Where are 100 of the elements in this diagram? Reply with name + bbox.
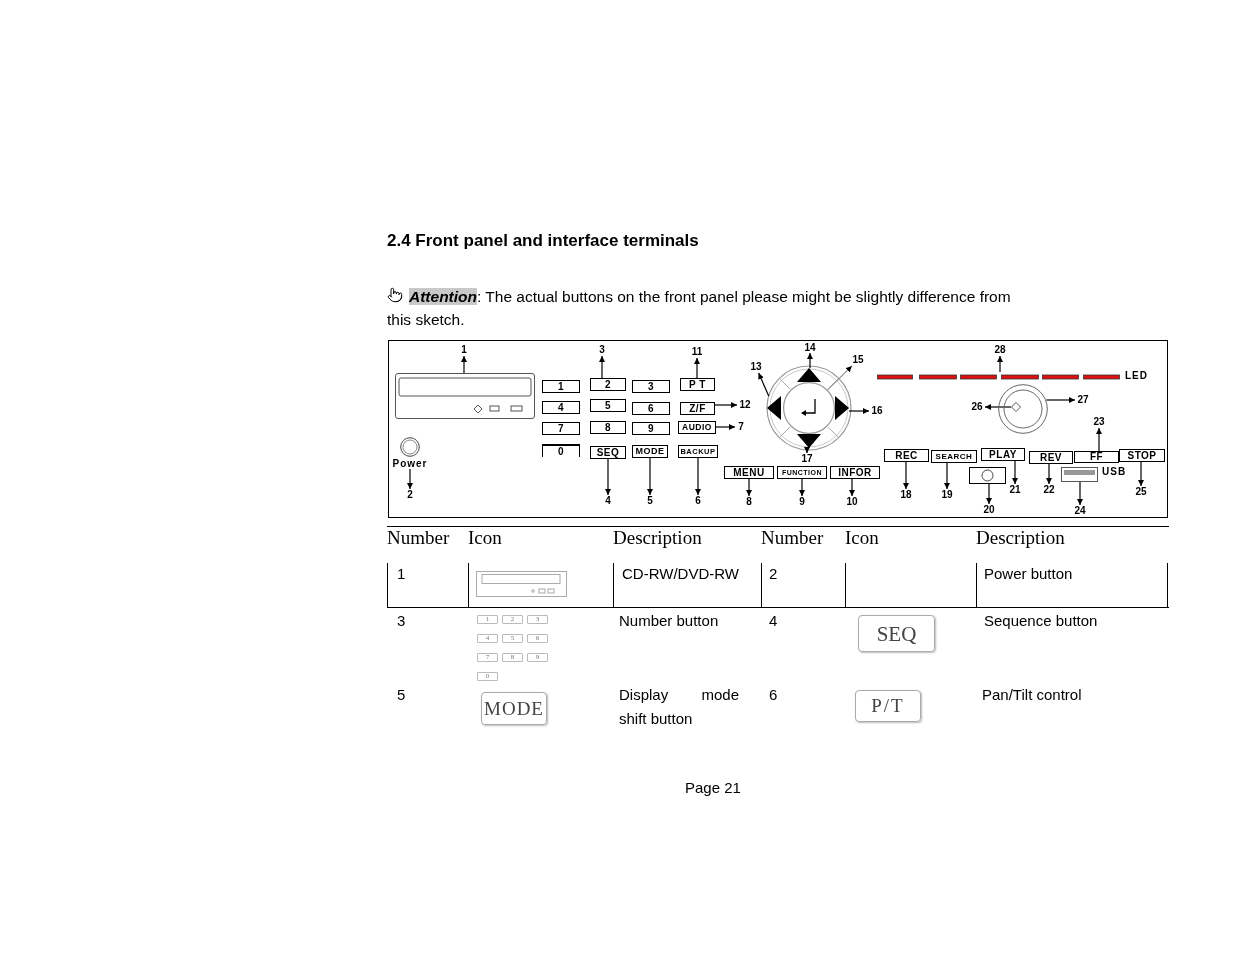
leader-line — [826, 365, 853, 391]
column-header: Number — [761, 527, 824, 548]
table-description: Pan/Tilt control — [982, 686, 1082, 703]
panel-button: 6 — [632, 402, 670, 415]
table-description: Display mode shift button — [619, 685, 739, 729]
arrow-key — [797, 434, 821, 448]
key-image: SEQ — [858, 615, 935, 652]
panel-button: PLAY — [981, 448, 1025, 461]
arrow-key — [835, 396, 849, 420]
table-description: Sequence button — [984, 612, 1098, 629]
leader-line — [746, 478, 752, 497]
arrow-key — [767, 396, 781, 420]
leader-line — [849, 478, 855, 497]
leader-line — [599, 355, 605, 379]
panel-button: SEQ — [590, 446, 626, 459]
callout-number: 27 — [1075, 394, 1091, 406]
panel-button: STOP — [1119, 449, 1165, 462]
leader-line — [804, 447, 810, 454]
leader-line — [695, 457, 701, 496]
leader-line — [714, 402, 738, 408]
panel-button: 0 — [542, 444, 580, 457]
callout-number: 16 — [869, 405, 885, 417]
callout-number: 24 — [1072, 505, 1088, 517]
table-number: 1 — [397, 565, 406, 582]
panel-button: SEARCH — [931, 450, 977, 463]
leader-line — [1138, 461, 1144, 487]
column-header: Description — [613, 527, 702, 548]
callout-number: 7 — [735, 421, 747, 433]
table-description: Power button — [984, 565, 1073, 582]
jog-dial-mark — [1011, 402, 1021, 412]
panel-button: 2 — [590, 378, 626, 391]
enter-button — [783, 382, 835, 434]
callout-number: 28 — [992, 344, 1008, 356]
callout-number: 8 — [743, 496, 755, 508]
side-label: LED — [1125, 369, 1148, 383]
panel-button: 8 — [590, 421, 626, 434]
page-number: Page 21 — [685, 778, 741, 798]
callout-number: 6 — [692, 495, 704, 507]
callout-number: 23 — [1091, 416, 1107, 428]
panel-button: MENU — [724, 466, 774, 479]
panel-button: AUDIO — [678, 421, 716, 434]
leader-line — [997, 355, 1003, 373]
panel-button: 7 — [542, 422, 580, 435]
leader-line — [1096, 427, 1102, 452]
leader-line — [944, 462, 950, 490]
leader-line — [1046, 463, 1052, 485]
arrow-key — [797, 368, 821, 382]
leader-line — [461, 355, 467, 374]
panel-button: REV — [1029, 451, 1073, 464]
panel-button: 9 — [632, 422, 670, 435]
table-description: Number button — [619, 612, 719, 629]
front-panel — [388, 340, 1168, 518]
callout-number: 18 — [898, 489, 914, 501]
callout-number: 11 — [689, 346, 705, 358]
key-image: P/T — [855, 690, 921, 722]
panel-button: REC — [884, 449, 929, 462]
leader-line — [986, 483, 992, 505]
callout-number: 22 — [1041, 484, 1057, 496]
callout-number: 21 — [1007, 484, 1023, 496]
column-header: Icon — [468, 527, 502, 548]
leader-line — [984, 404, 1012, 410]
column-header: Description — [976, 527, 1065, 548]
table-number: 4 — [769, 612, 778, 629]
table-number: 3 — [397, 612, 406, 629]
table-number: 2 — [769, 565, 778, 582]
callout-number: 2 — [404, 489, 416, 501]
panel-button: FF — [1074, 451, 1119, 463]
panel-button: P T — [680, 378, 715, 391]
callout-number: 4 — [602, 495, 614, 507]
callout-number: 12 — [737, 399, 753, 411]
leader-line — [799, 478, 805, 497]
panel-button: MODE — [632, 445, 668, 458]
callout-number: 5 — [644, 495, 656, 507]
column-header: Icon — [845, 527, 879, 548]
panel-button: 4 — [542, 401, 580, 414]
callout-number: 20 — [981, 504, 997, 516]
leader-line — [848, 408, 870, 414]
leader-line — [758, 372, 770, 397]
key-image: MODE — [481, 692, 547, 725]
panel-button: 1 — [542, 380, 580, 393]
callout-number: 14 — [802, 342, 818, 353]
leader-line — [1077, 481, 1083, 506]
callout-number: 3 — [596, 344, 608, 356]
callout-number: 1 — [458, 344, 470, 356]
attention-note: Attention: The actual buttons on the front panel please might be slightly difference from this sketch. — [387, 287, 1012, 330]
callout-number: 9 — [796, 496, 808, 508]
table-number: 6 — [769, 686, 778, 703]
column-header: Number — [387, 527, 450, 548]
section-heading: 2.4 Front panel and interface terminals — [387, 231, 699, 251]
callout-number: 17 — [799, 453, 815, 465]
leader-line — [1012, 460, 1018, 485]
panel-button: 3 — [632, 380, 670, 393]
leader-line — [605, 458, 611, 496]
leader-line — [647, 457, 653, 496]
leader-line — [715, 424, 736, 430]
disc-drive — [395, 373, 535, 419]
callout-number: 25 — [1133, 486, 1149, 498]
leader-line — [807, 352, 813, 369]
leader-line — [694, 357, 700, 379]
button-caption: Power — [392, 458, 428, 470]
